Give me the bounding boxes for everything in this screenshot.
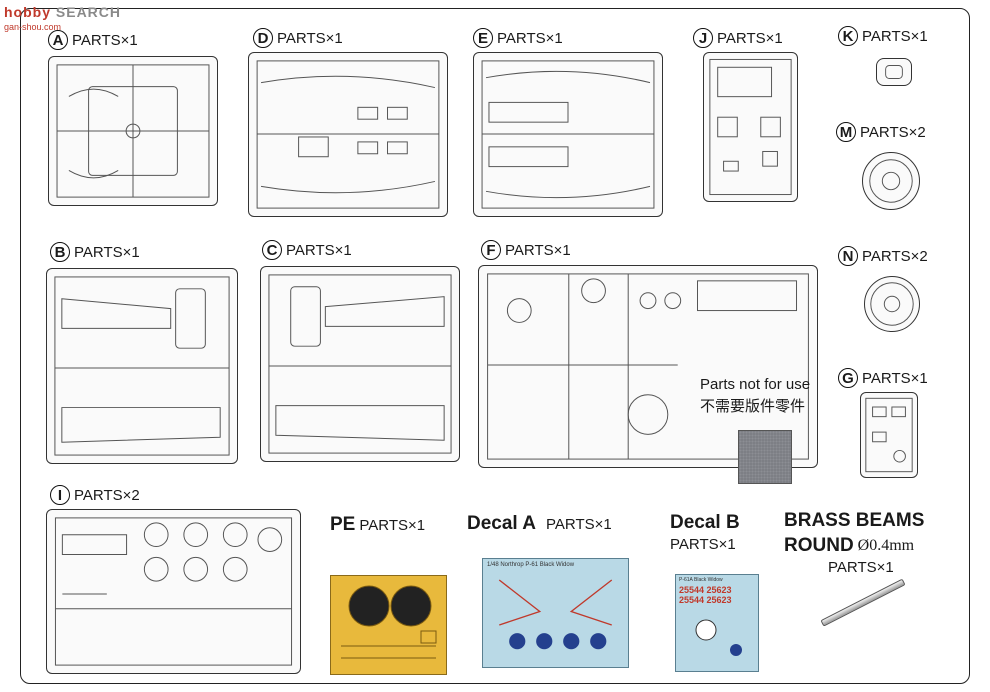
pe-fret-image — [330, 575, 447, 675]
sprue-e-image — [473, 52, 663, 217]
sprue-m-image — [862, 152, 920, 210]
sprue-e-label: E PARTS×1 — [473, 28, 563, 48]
decal-b-title: Decal B — [670, 512, 740, 533]
sprue-a-label: A PARTS×1 — [48, 30, 138, 50]
sprue-a-image — [48, 56, 218, 206]
sprue-j-label: J PARTS×1 — [693, 28, 783, 48]
sprue-j-image — [703, 52, 798, 202]
sprue-k-image — [876, 58, 912, 86]
unused-parts-swatch — [738, 430, 792, 484]
sprue-n-image — [864, 276, 920, 332]
sprue-n-label: N PARTS×2 — [838, 246, 928, 266]
sprue-i-label: I PARTS×2 — [50, 485, 140, 505]
sprue-d-label: D PARTS×1 — [253, 28, 343, 48]
sprue-b-image — [46, 268, 238, 464]
watermark-url: gan-shou.com — [4, 22, 62, 32]
sprue-i-image — [46, 509, 301, 674]
brass-title-2: ROUND Ø0.4mm — [784, 535, 915, 556]
sheet-frame — [20, 8, 970, 684]
decal-b-sheet: P-61A Black Widow 25544 25623 25544 2562… — [675, 574, 759, 672]
sprue-c-image — [260, 266, 460, 462]
sprue-f-image — [478, 265, 818, 468]
watermark-logo: hobby SEARCH — [4, 4, 122, 20]
brass-count: PARTS×1 — [828, 559, 894, 576]
sprue-f-label: F PARTS×1 — [481, 240, 571, 260]
sprue-g-image — [860, 392, 918, 478]
decal-a-label: Decal A PARTS×1 — [467, 513, 612, 534]
sprue-k-label: K PARTS×1 — [838, 26, 928, 46]
sprue-d-image — [248, 52, 448, 217]
decal-a-sheet: 1/48 Northrop P-61 Black Widow — [482, 558, 629, 668]
decal-b-count: PARTS×1 — [670, 536, 736, 553]
sprue-m-label: M PARTS×2 — [836, 122, 926, 142]
sprue-g-label: G PARTS×1 — [838, 368, 928, 388]
brass-title-1: BRASS BEAMS — [784, 510, 925, 531]
sprue-c-label: C PARTS×1 — [262, 240, 352, 260]
parts-not-for-use-note: Parts not for use 不需要版件零件 — [700, 376, 811, 415]
sprue-b-label: B PARTS×1 — [50, 242, 140, 262]
pe-label: PE PARTS×1 — [330, 514, 426, 535]
